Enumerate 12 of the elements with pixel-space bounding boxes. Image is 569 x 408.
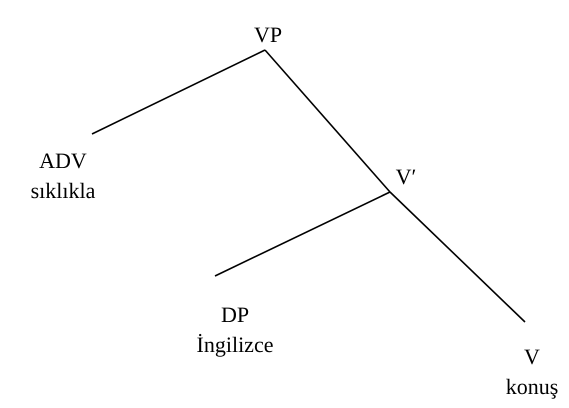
tree-branch-line — [92, 49, 266, 135]
tree-branch-line — [264, 49, 391, 193]
category-label: V′ — [396, 163, 416, 191]
category-label: V — [524, 343, 540, 371]
category-label: DP — [220, 301, 250, 329]
word-label: sıklıkla — [30, 177, 96, 205]
tree-branch-line — [389, 191, 526, 323]
tree-branch-line — [214, 191, 390, 277]
word-label: İngilizce — [196, 331, 274, 359]
word-label: konuş — [506, 373, 558, 401]
category-label: ADV — [39, 147, 87, 175]
category-label: VP — [254, 21, 282, 49]
